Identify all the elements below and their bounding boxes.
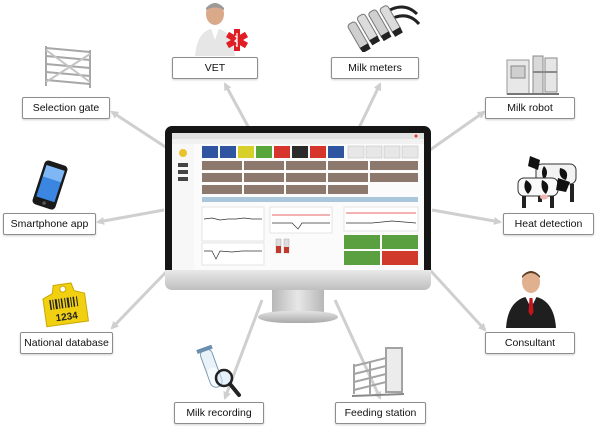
- label-milk-meters: Milk meters: [331, 57, 419, 79]
- monitor-chin: [165, 270, 431, 290]
- arrow-to-vet: [223, 82, 252, 131]
- arrow-to-heat-detection: [431, 208, 502, 225]
- label-national-database: National database: [20, 332, 113, 354]
- arrow-to-milk-meters: [356, 82, 382, 131]
- arrow-to-feeding-station: [333, 299, 382, 400]
- monitor-stand: [272, 290, 324, 314]
- vet-icon: [193, 0, 255, 56]
- ear-tag-icon: 1234: [40, 282, 90, 328]
- arrow-to-national-database: [110, 268, 170, 330]
- label-selection-gate: Selection gate: [22, 97, 110, 119]
- milk-robot-icon: [505, 52, 561, 96]
- milk-meters-icon: [345, 0, 421, 54]
- feeding-station-icon: [350, 344, 406, 398]
- label-milk-robot: Milk robot: [485, 97, 575, 119]
- label-feeding-station: Feeding station: [335, 402, 426, 424]
- arrow-to-selection-gate: [110, 110, 171, 152]
- selection-gate-icon: [40, 42, 96, 90]
- ear-tag-number: 1234: [55, 310, 79, 324]
- label-consultant: Consultant: [485, 332, 575, 354]
- test-tube-magnifier-icon: [196, 344, 242, 400]
- consultant-icon: [504, 268, 558, 328]
- dashboard-screen: [172, 133, 424, 271]
- arrow-to-smartphone-app: [96, 208, 165, 225]
- label-milk-recording: Milk recording: [174, 402, 264, 424]
- arrow-to-consultant: [428, 268, 487, 332]
- dashboard-screenshot: [172, 133, 424, 271]
- label-vet: VET: [172, 57, 258, 79]
- smartphone-icon: [30, 160, 70, 210]
- label-heat-detection: Heat detection: [503, 213, 594, 235]
- monitor-base: [258, 311, 338, 323]
- cows-icon: [514, 150, 586, 210]
- arrow-to-milk-robot: [429, 110, 486, 152]
- label-smartphone-app: Smartphone app: [3, 213, 96, 235]
